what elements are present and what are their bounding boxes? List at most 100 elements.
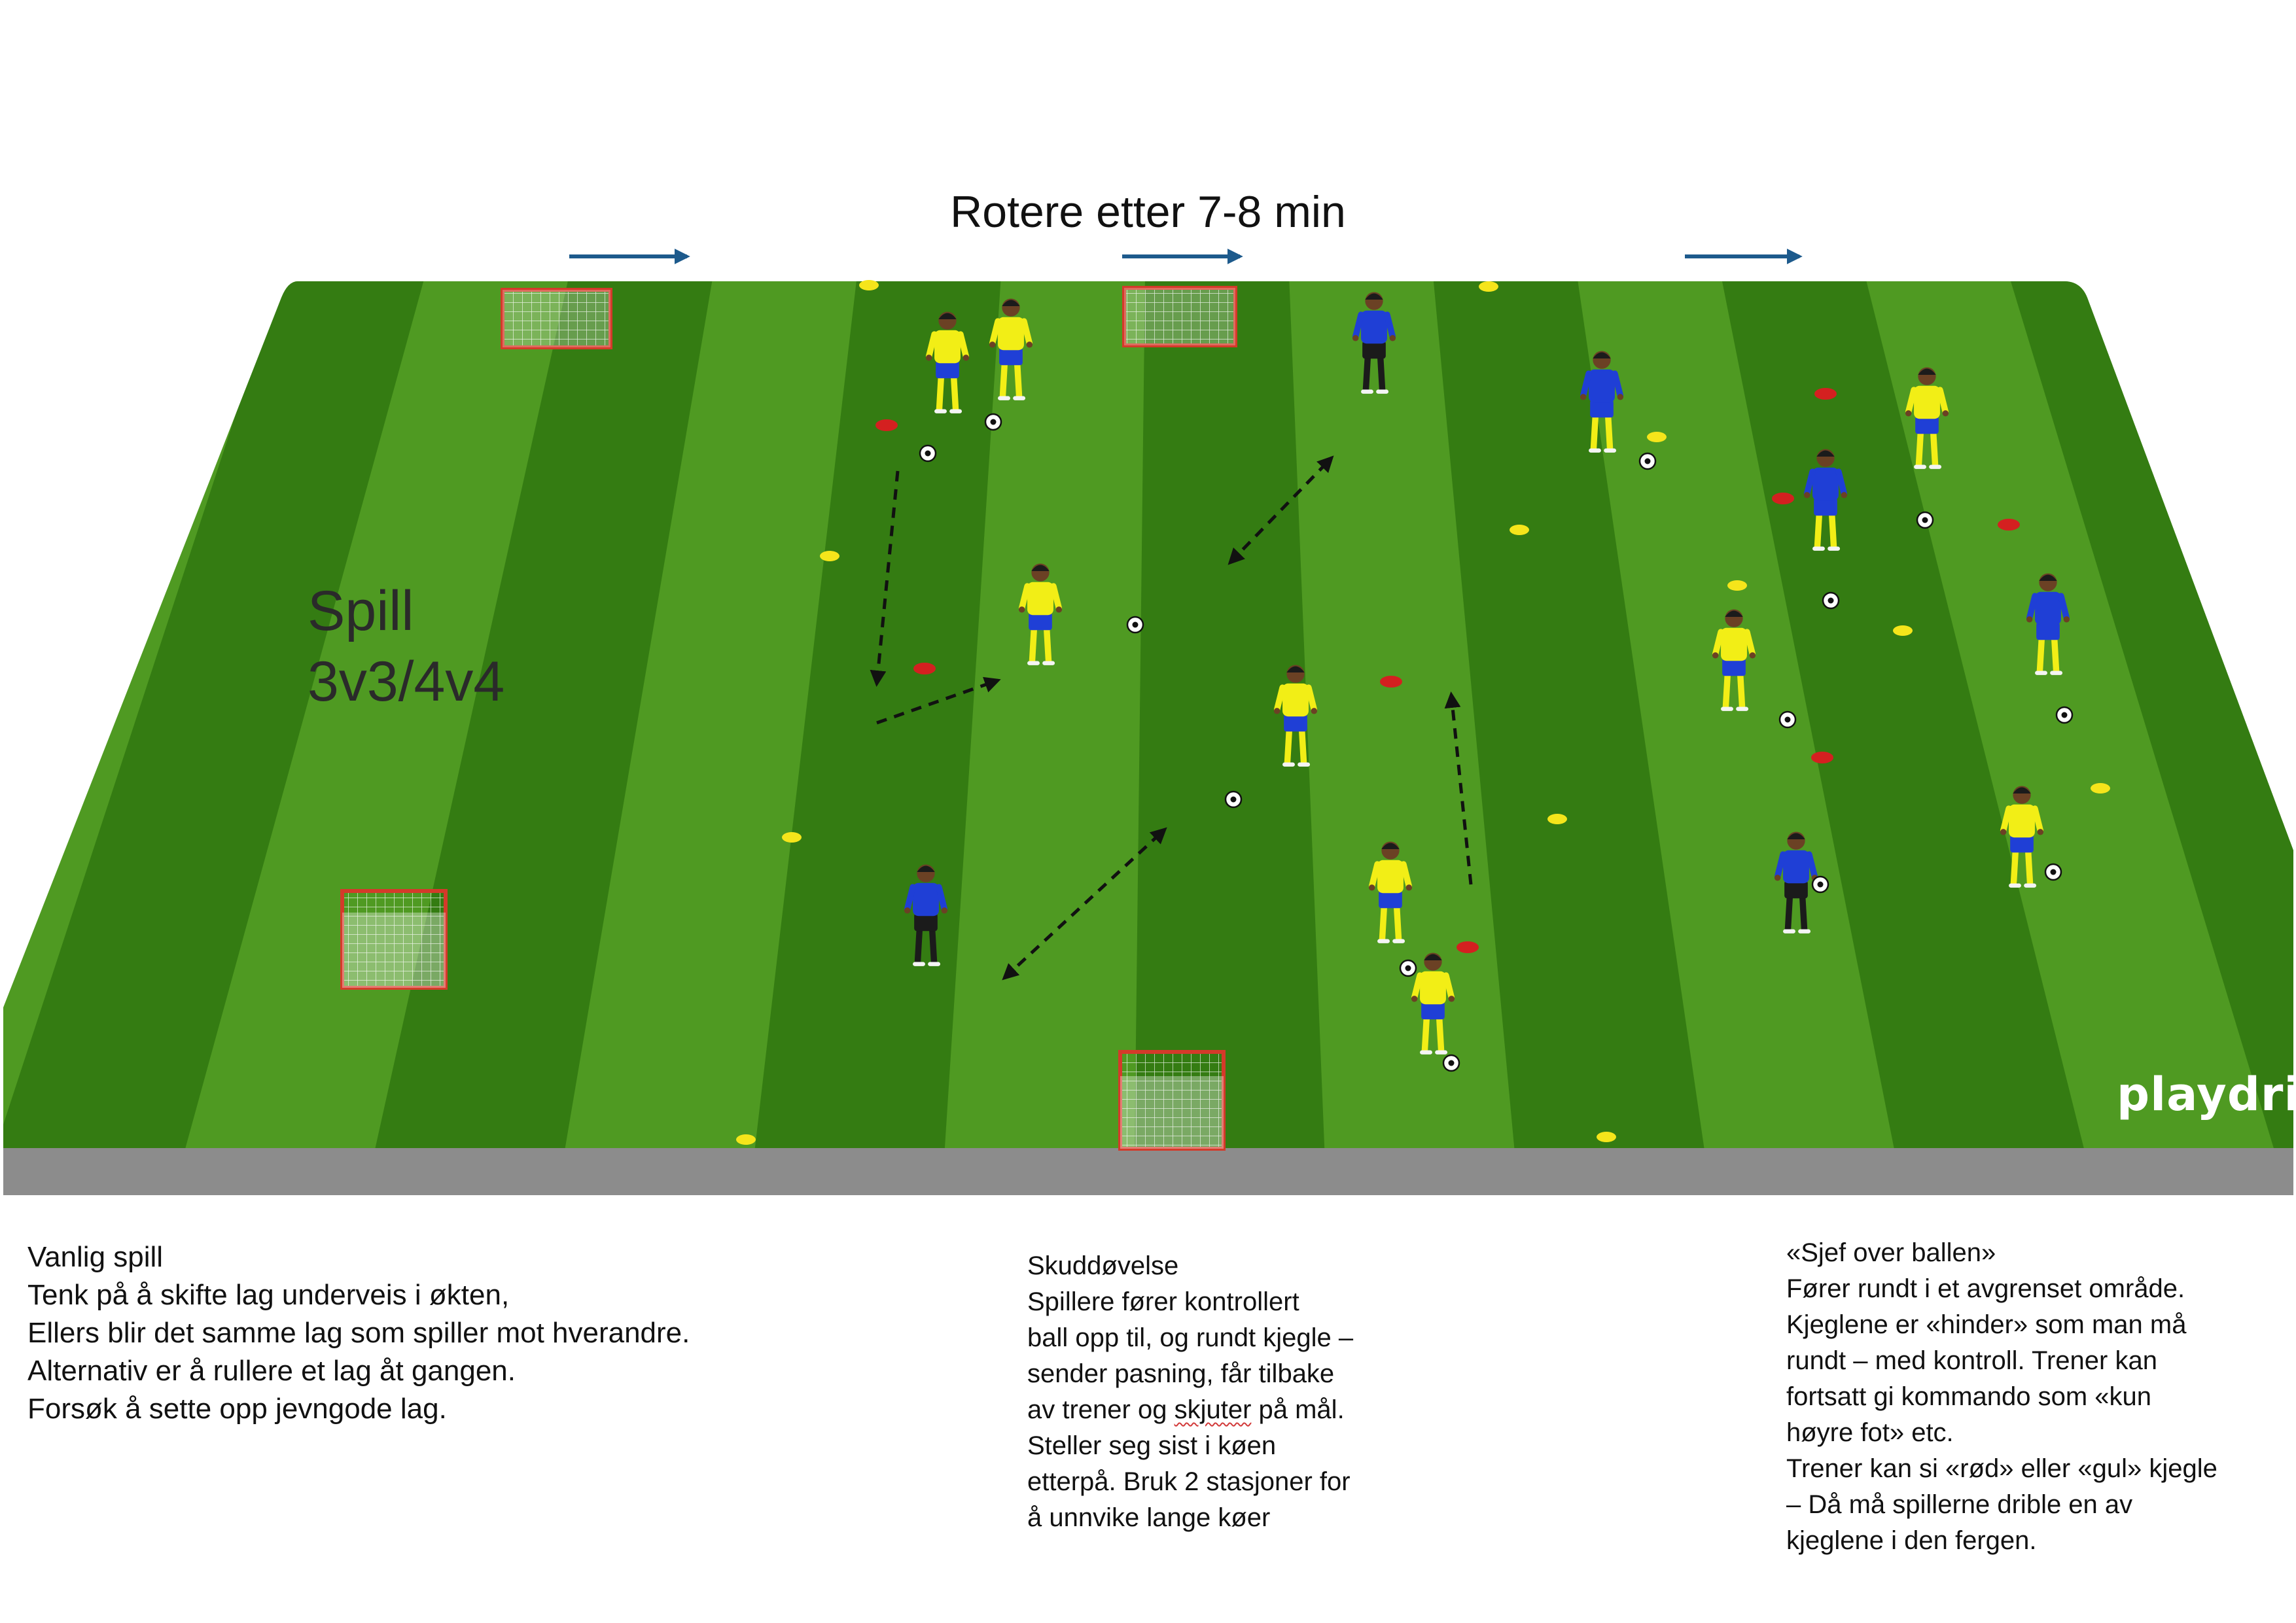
pass-arrow bbox=[1227, 455, 1334, 565]
ball bbox=[984, 413, 1002, 431]
player-yellow bbox=[1712, 609, 1756, 711]
player-yellow bbox=[1018, 563, 1063, 665]
yellow-cone bbox=[1727, 580, 1747, 591]
pitch-stripe bbox=[2009, 281, 2293, 1148]
ball bbox=[1916, 511, 1934, 529]
player-yellow bbox=[989, 298, 1033, 400]
yellow-cone bbox=[1510, 525, 1529, 535]
note-line: kjeglene i den fergen. bbox=[1786, 1526, 2037, 1555]
ball bbox=[1224, 790, 1243, 809]
note-line: Spillere fører kontrollert bbox=[1027, 1287, 1299, 1316]
note-text: på mål. bbox=[1251, 1395, 1345, 1424]
note-line: Skuddøvelse bbox=[1027, 1251, 1179, 1280]
coach bbox=[1352, 292, 1396, 394]
note-line: Tenk på å skifte lag underveis i økten, bbox=[27, 1279, 510, 1311]
pitch-stripe bbox=[3, 281, 425, 1148]
notes-left: Vanlig spill Tenk på å skifte lag underv… bbox=[27, 1238, 690, 1428]
red-cones bbox=[875, 388, 2020, 953]
pitch bbox=[3, 281, 2293, 1195]
red-cone bbox=[913, 663, 936, 674]
note-line: fortsatt gi kommando som «kun bbox=[1786, 1382, 2152, 1411]
ball bbox=[1442, 1054, 1460, 1072]
yellow-cone bbox=[1479, 281, 1498, 292]
ball bbox=[1399, 959, 1417, 977]
dribble-arrow bbox=[876, 676, 1001, 725]
ball bbox=[1126, 616, 1144, 634]
balls bbox=[919, 413, 2074, 1072]
player-yellow bbox=[1368, 841, 1413, 943]
note-line: sender pasning, får tilbake bbox=[1027, 1359, 1335, 1388]
ball bbox=[919, 444, 937, 462]
dribble-arrow bbox=[1444, 691, 1473, 885]
note-line: Vanlig spill bbox=[27, 1241, 164, 1273]
player-yellow bbox=[2000, 786, 2044, 888]
ball bbox=[1778, 710, 1797, 729]
red-cone bbox=[1772, 493, 1794, 504]
note-line: Trener kan si «rød» eller «gul» kjegle bbox=[1786, 1454, 2217, 1483]
yellow-cone bbox=[820, 551, 839, 561]
notes-middle: Skuddøvelse Spillere fører kontrollert b… bbox=[1027, 1248, 1353, 1536]
note-line: «Sjef over ballen» bbox=[1786, 1238, 1996, 1267]
red-cone bbox=[1998, 519, 2020, 531]
pitch-stripe bbox=[1721, 281, 2085, 1148]
player-yellow bbox=[1905, 367, 1949, 469]
red-cone bbox=[1811, 752, 1833, 763]
goal-top-middle bbox=[1122, 286, 1237, 347]
page-title: Rotere etter 7-8 min bbox=[950, 187, 1346, 237]
note-line: ball opp til, og rundt kjegle – bbox=[1027, 1323, 1354, 1352]
coach bbox=[1774, 831, 1818, 934]
note-line: Fører rundt i et avgrenset område. bbox=[1786, 1274, 2185, 1303]
goal-bottom-left bbox=[340, 889, 448, 990]
playdrill-logo: playdrill bbox=[2117, 1068, 2296, 1121]
goal-top-left bbox=[501, 288, 612, 349]
goal-bottom-middle bbox=[1118, 1050, 1226, 1151]
ball bbox=[1638, 452, 1657, 470]
movement-arrows bbox=[870, 455, 1473, 981]
note-line: rundt – med kontroll. Trener kan bbox=[1786, 1346, 2157, 1375]
note-line: Steller seg sist i køen bbox=[1027, 1431, 1277, 1460]
red-cone bbox=[1457, 941, 1479, 953]
coach bbox=[904, 864, 948, 966]
field-label: Spill 3v3/4v4 bbox=[308, 576, 504, 717]
yellow-cones bbox=[736, 280, 2110, 1145]
yellow-cone bbox=[859, 280, 879, 290]
yellow-cone bbox=[1597, 1132, 1616, 1142]
note-line: Forsøk å sette opp jevngode lag. bbox=[27, 1393, 447, 1425]
pitch-edge bbox=[3, 1148, 2293, 1195]
spellcheck-word: skjuter bbox=[1174, 1395, 1252, 1424]
note-line: Ellers blir det samme lag som spiller mo… bbox=[27, 1317, 690, 1349]
red-cone bbox=[1814, 388, 1837, 400]
yellow-cone bbox=[1647, 432, 1667, 442]
pitch-stripe bbox=[374, 281, 713, 1148]
yellow-cone bbox=[1893, 625, 1913, 636]
pitch-stripe bbox=[754, 281, 1001, 1148]
note-line: høyre fot» etc. bbox=[1786, 1418, 1954, 1447]
note-line: av trener og skjuter på mål. bbox=[1027, 1392, 1353, 1428]
red-cone bbox=[875, 419, 898, 431]
ball bbox=[1822, 591, 1840, 610]
player-yellow bbox=[1411, 952, 1455, 1055]
note-line: å unnvike lange køer bbox=[1027, 1503, 1271, 1532]
ball bbox=[2055, 706, 2074, 724]
player-yellow bbox=[925, 311, 970, 413]
player-blue bbox=[1803, 449, 1848, 551]
pitch-stripe bbox=[1433, 281, 1705, 1148]
player-blue bbox=[1580, 351, 1624, 453]
red-cone bbox=[1380, 676, 1402, 688]
notes-right: «Sjef over ballen» Fører rundt i et avgr… bbox=[1786, 1235, 2217, 1559]
players bbox=[904, 292, 2070, 1055]
note-line: etterpå. Bruk 2 stasjoner for bbox=[1027, 1467, 1351, 1496]
yellow-cone bbox=[736, 1134, 756, 1145]
ball bbox=[1811, 875, 1829, 894]
note-line: Kjeglene er «hinder» som man må bbox=[1786, 1310, 2187, 1339]
yellow-cone bbox=[782, 832, 802, 843]
field-label-line1: Spill bbox=[308, 580, 414, 642]
note-line: – Då må spillerne drible en av bbox=[1786, 1490, 2133, 1519]
yellow-cone bbox=[2091, 783, 2110, 794]
ball bbox=[2044, 863, 2062, 881]
yellow-cone bbox=[1547, 814, 1567, 824]
player-yellow bbox=[1273, 665, 1318, 767]
note-text: av trener og bbox=[1027, 1395, 1174, 1424]
note-line: Alternativ er å rullere et lag åt gangen… bbox=[27, 1355, 516, 1387]
